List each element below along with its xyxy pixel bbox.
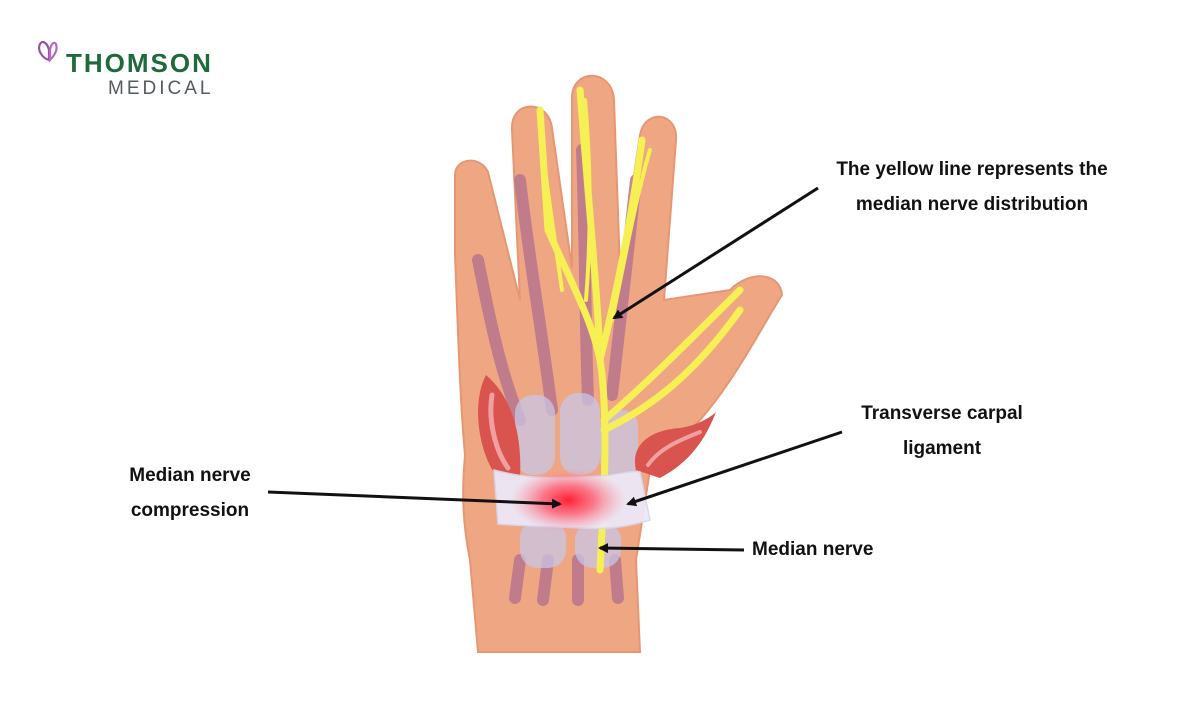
- butterfly-icon: [38, 40, 58, 63]
- arrow-yellow-line: [612, 186, 819, 320]
- label-compression: Median nerve compression: [110, 458, 270, 528]
- label-ligament-1: Transverse carpal: [861, 403, 1023, 424]
- arrow-median-nerve: [598, 543, 745, 554]
- arrow-ligament: [626, 430, 843, 507]
- brand-name-line1: THOMSON: [66, 48, 213, 78]
- label-compression-2: compression: [130, 500, 250, 521]
- label-ligament: Transverse carpal ligament: [842, 396, 1042, 466]
- label-yellow-line: The yellow line represents the median ne…: [812, 152, 1132, 222]
- label-median-nerve-1: Median nerve: [752, 539, 874, 560]
- thenar-hypothenar-muscles: [478, 375, 716, 480]
- compression-highlight: [510, 468, 626, 532]
- label-ligament-2: ligament: [902, 438, 982, 459]
- label-median-nerve: Median nerve: [752, 532, 902, 567]
- arrow-compression: [267, 490, 562, 509]
- thomson-medical-logo: THOMSON MEDICAL: [36, 38, 246, 102]
- label-yellow-line-2: median nerve distribution: [855, 194, 1089, 215]
- carpal-bones: [515, 393, 638, 568]
- brand-name-line2: MEDICAL: [108, 78, 214, 99]
- label-compression-1: Median nerve: [129, 465, 251, 486]
- label-yellow-line-1: The yellow line represents the: [836, 159, 1108, 180]
- median-nerve-distribution: [536, 86, 744, 574]
